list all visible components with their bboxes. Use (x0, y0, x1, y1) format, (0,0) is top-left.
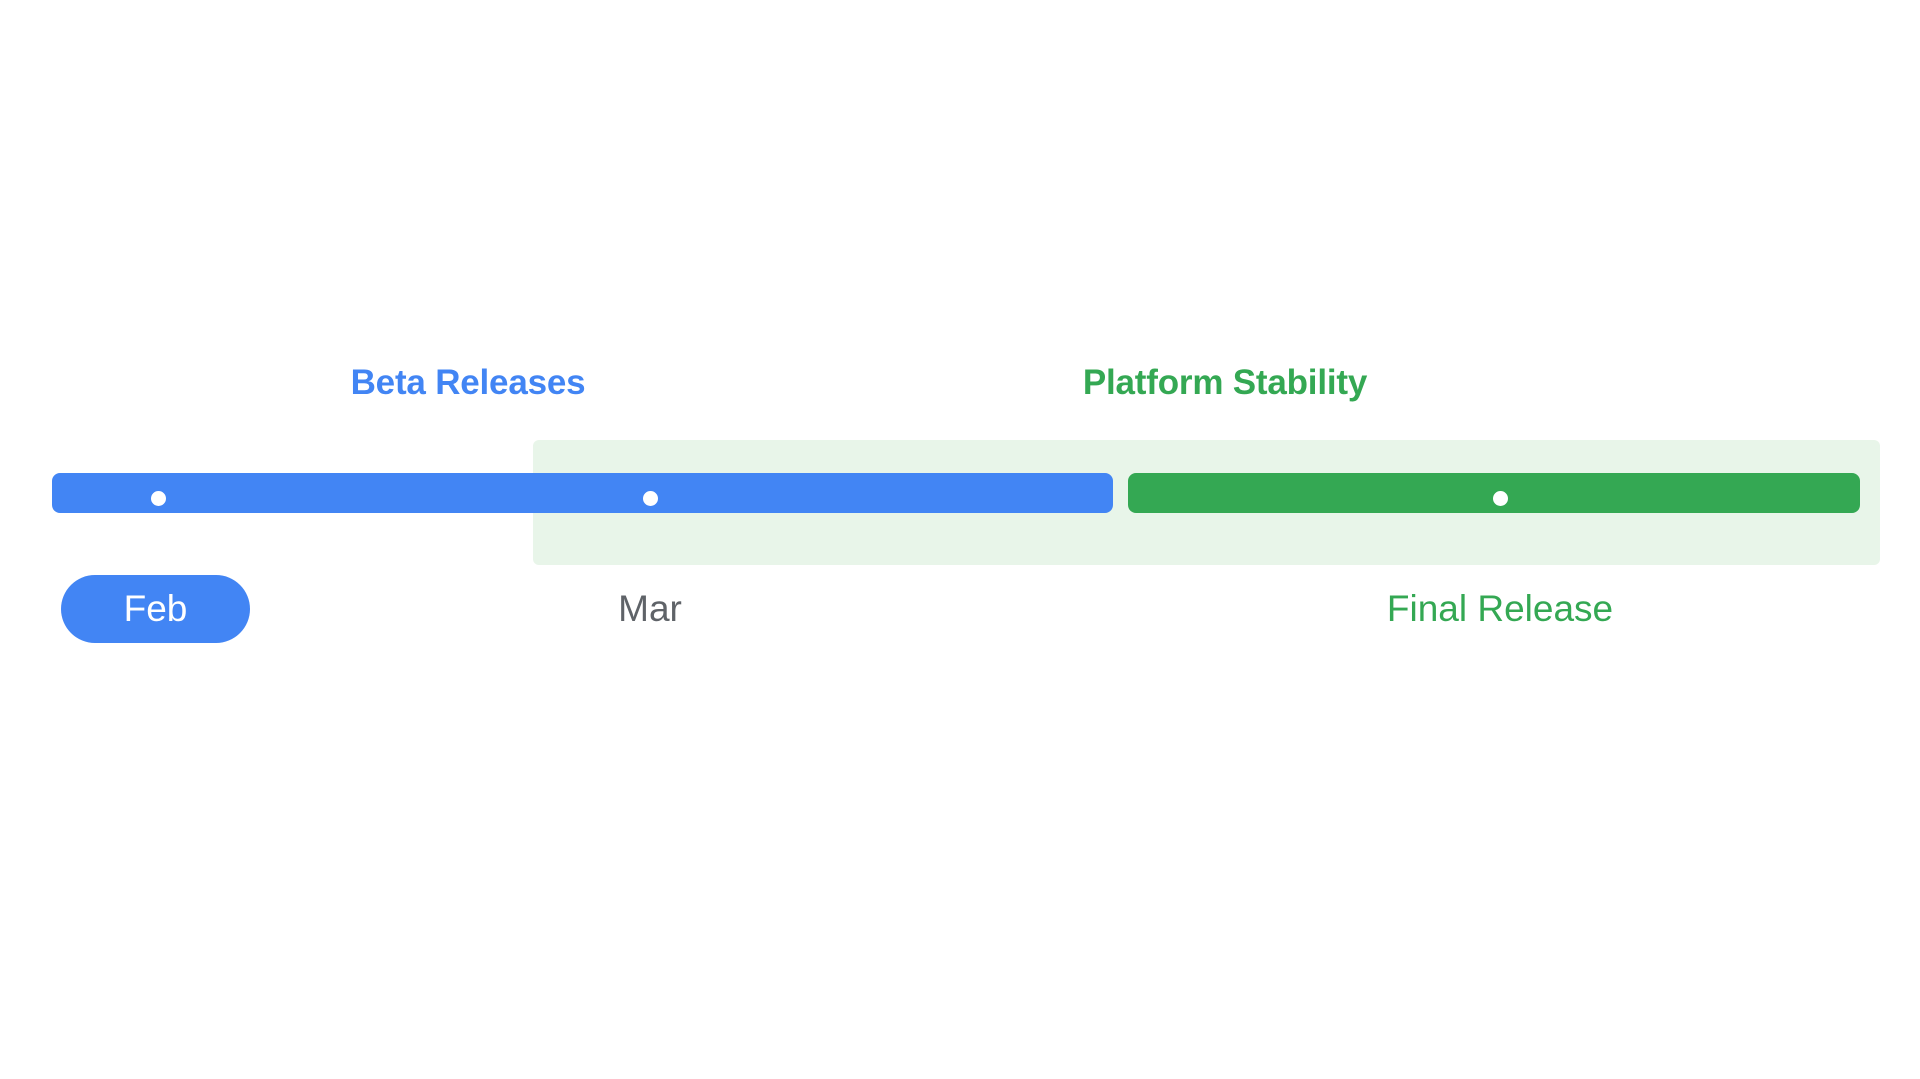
milestone-dot-2[interactable] (643, 491, 658, 506)
axis-label-feb[interactable]: Feb (61, 575, 250, 643)
milestone-dot-1[interactable] (151, 491, 166, 506)
phase-label-platform-stability: Platform Stability (1082, 363, 1368, 402)
phase-label-beta-releases: Beta Releases (350, 363, 586, 402)
axis-label-final-release[interactable]: Final Release (1386, 588, 1614, 629)
axis-label-mar[interactable]: Mar (618, 588, 682, 629)
milestone-dot-3[interactable] (1493, 491, 1508, 506)
timeline-segment-beta-releases[interactable] (52, 473, 1113, 513)
timeline-axis-labels: Feb Mar Final Release (0, 575, 1920, 675)
timeline-track (0, 473, 1920, 513)
